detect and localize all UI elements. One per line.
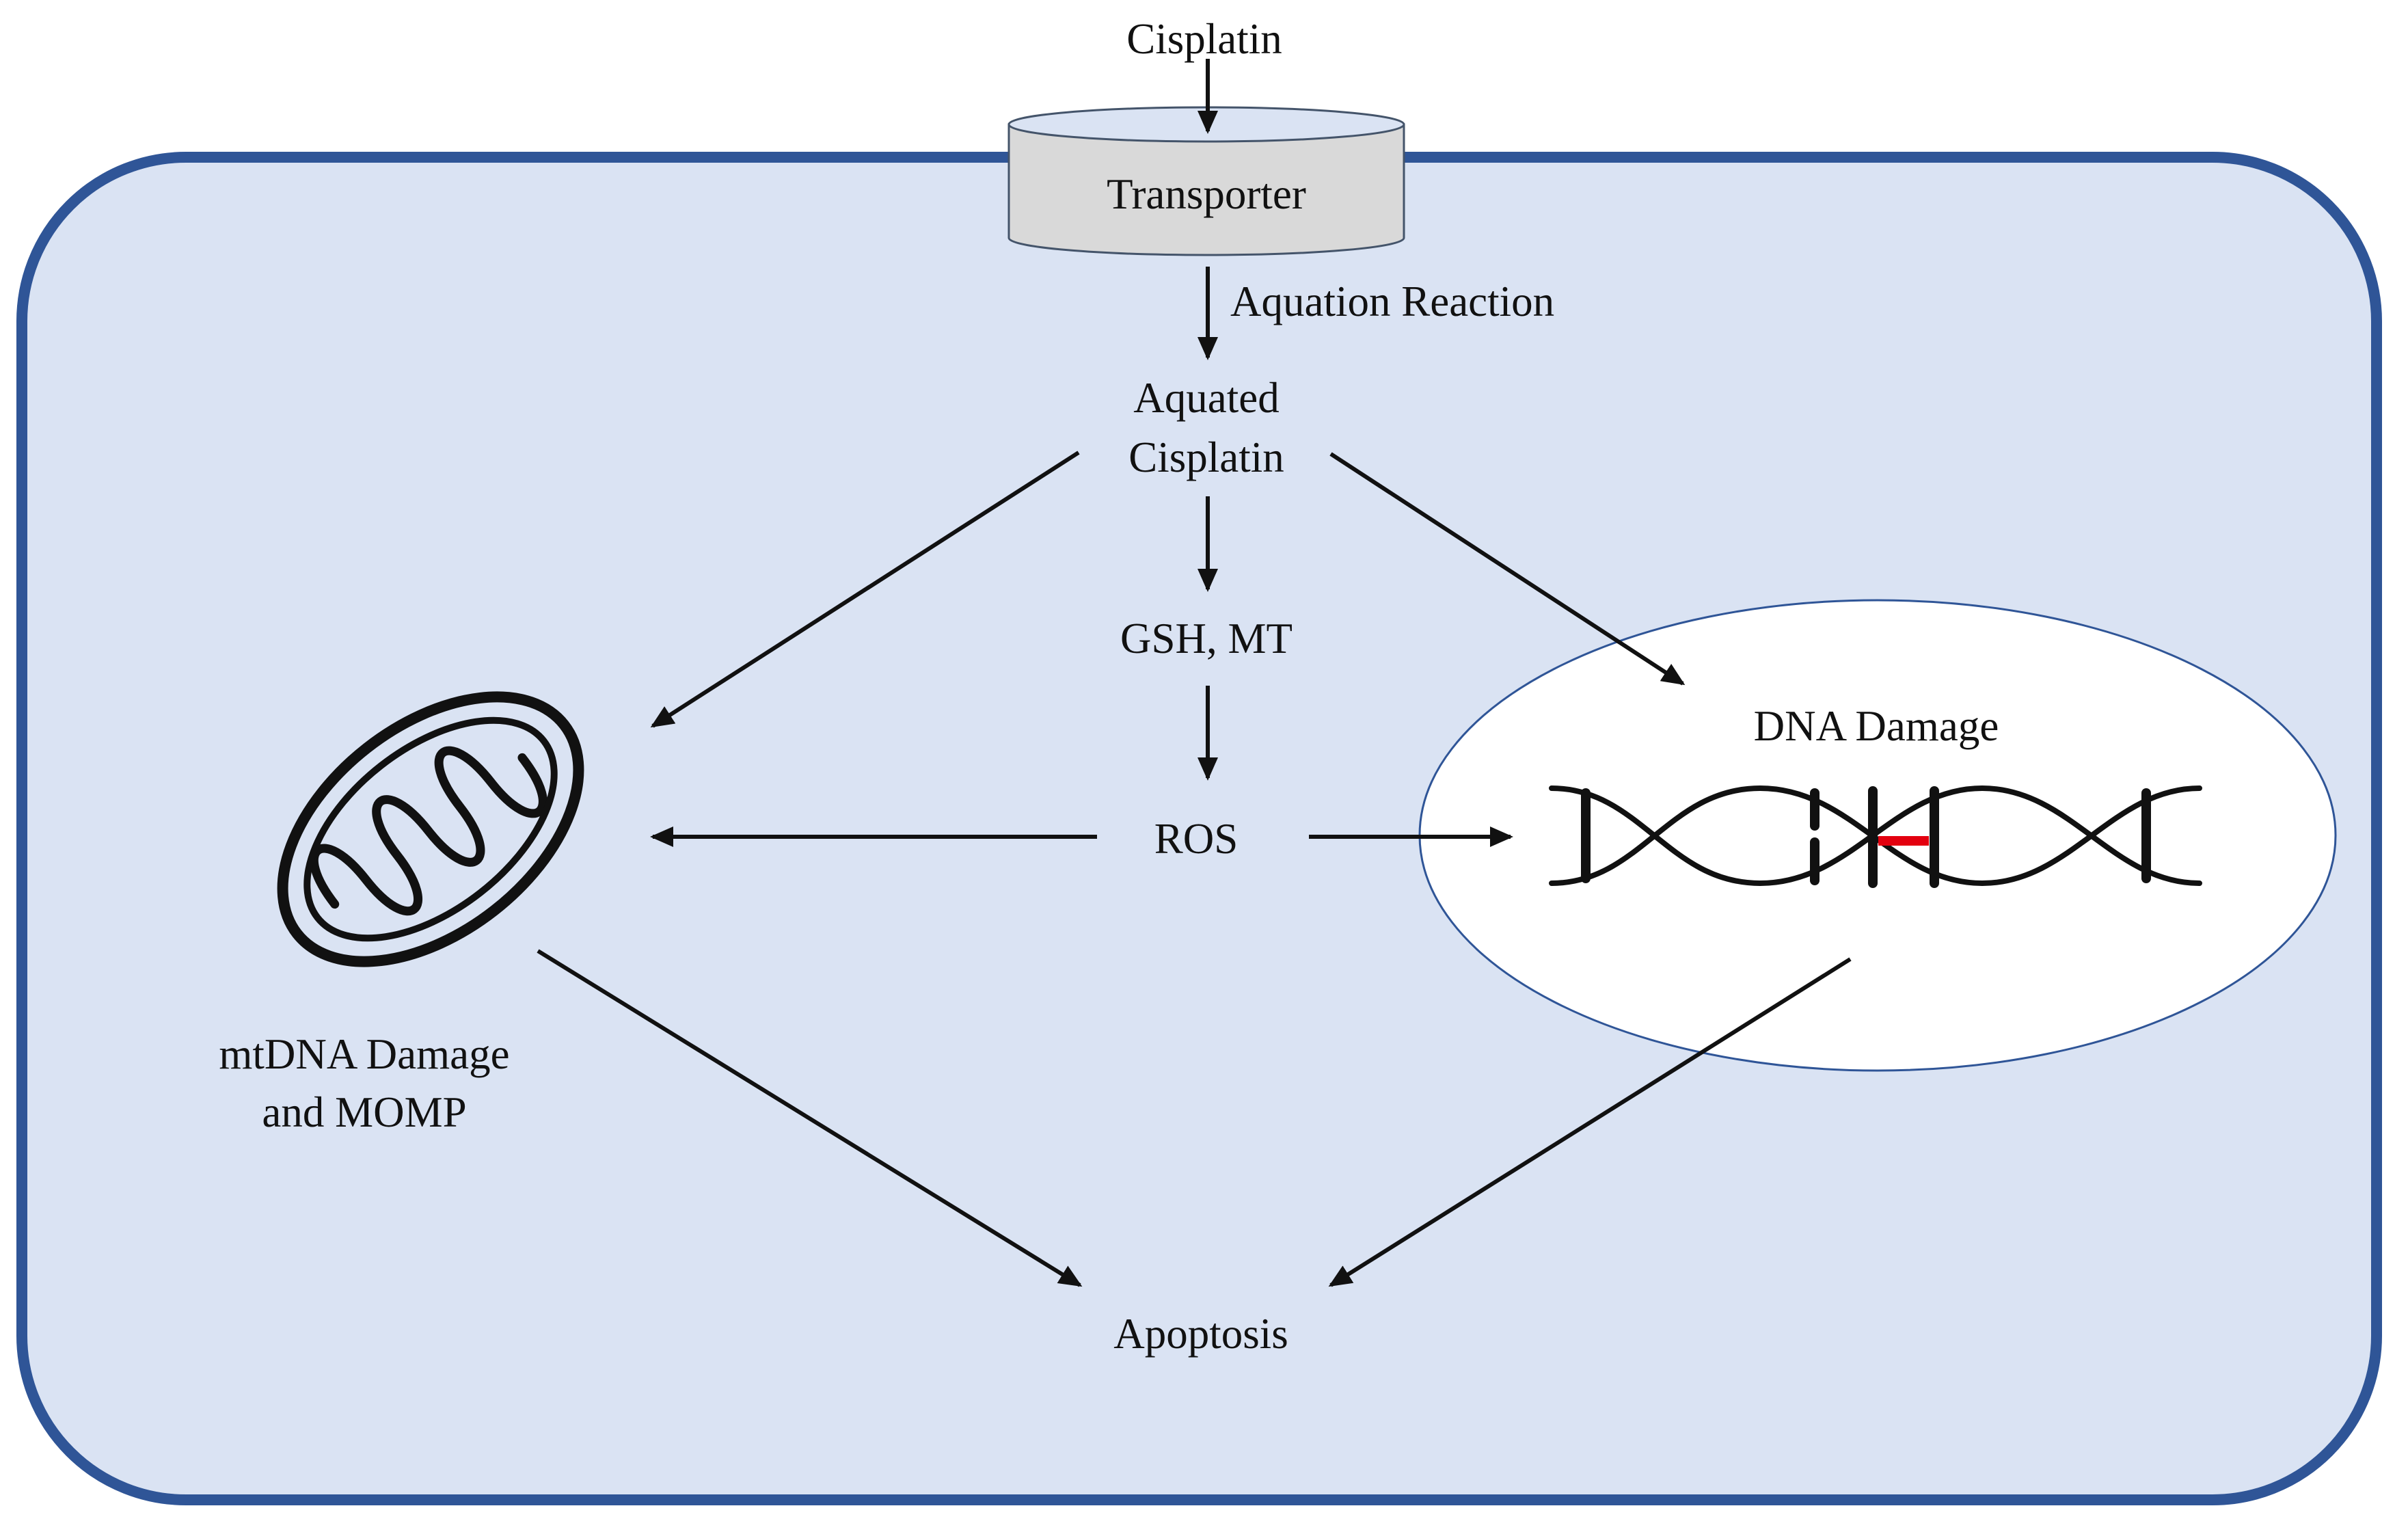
arrow-dna-to-apoptosis (1328, 957, 1852, 1287)
arrow-mitochondrion-to-apoptosis (537, 949, 1083, 1287)
apoptosis-label: Apoptosis (1113, 1310, 1288, 1358)
aquated-cisplatin-label-line2: Cisplatin (1128, 433, 1284, 481)
arrow-aquated-to-mitochondrion (650, 451, 1080, 728)
labels: Cisplatin Transporter Aquation Reaction … (219, 15, 1999, 1358)
ros-label: ROS (1154, 815, 1239, 863)
aquation-reaction-label: Aquation Reaction (1230, 278, 1554, 325)
arrow-aquated-to-dna (1329, 452, 1686, 686)
mtdna-damage-label-line2: and MOMP (262, 1088, 466, 1136)
cisplatin-label: Cisplatin (1126, 15, 1282, 63)
mitochondrion-icon (277, 691, 584, 967)
arrows (537, 59, 1852, 1287)
dna-double-helix-icon (1549, 785, 2202, 888)
dna-damage-label: DNA Damage (1754, 702, 1999, 750)
aquated-cisplatin-label-line1: Aquated (1133, 374, 1279, 422)
transporter-label: Transporter (1107, 170, 1306, 218)
mtdna-damage-label-line1: mtDNA Damage (219, 1030, 509, 1078)
gsh-mt-label: GSH, MT (1120, 615, 1293, 662)
